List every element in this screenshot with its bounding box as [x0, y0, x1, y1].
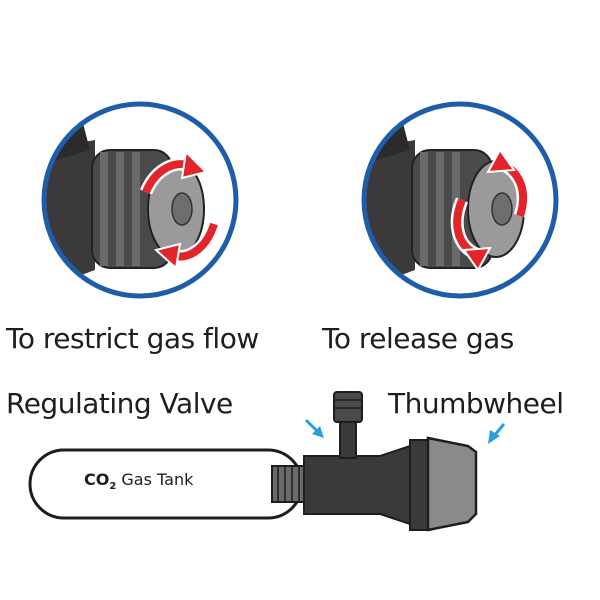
regulating-valve-label: Regulating Valve — [6, 387, 233, 420]
release-caption: To release gas — [322, 322, 514, 355]
co2-subscript: 2 — [109, 481, 117, 493]
zoom-ring — [361, 101, 559, 299]
pointer-arrow-icon — [488, 423, 506, 444]
rotate-clockwise-icon — [140, 149, 221, 270]
gas-tank-label: CO2 Gas Tank — [84, 470, 193, 492]
inflator-assembly — [28, 391, 478, 532]
zoom-ring — [41, 101, 239, 299]
co2-formula: CO — [84, 470, 110, 489]
pointer-arrow-icon — [304, 418, 324, 438]
restrict-closeup — [41, 101, 239, 299]
valve-outlet — [333, 391, 363, 423]
tank-thread — [271, 465, 307, 503]
rotate-counterclockwise-icon — [450, 148, 530, 272]
restrict-caption: To restrict gas flow — [6, 322, 259, 355]
gas-tank-text: Gas Tank — [121, 470, 194, 489]
release-closeup — [361, 101, 559, 299]
thumbwheel-label: Thumbwheel — [388, 387, 564, 420]
